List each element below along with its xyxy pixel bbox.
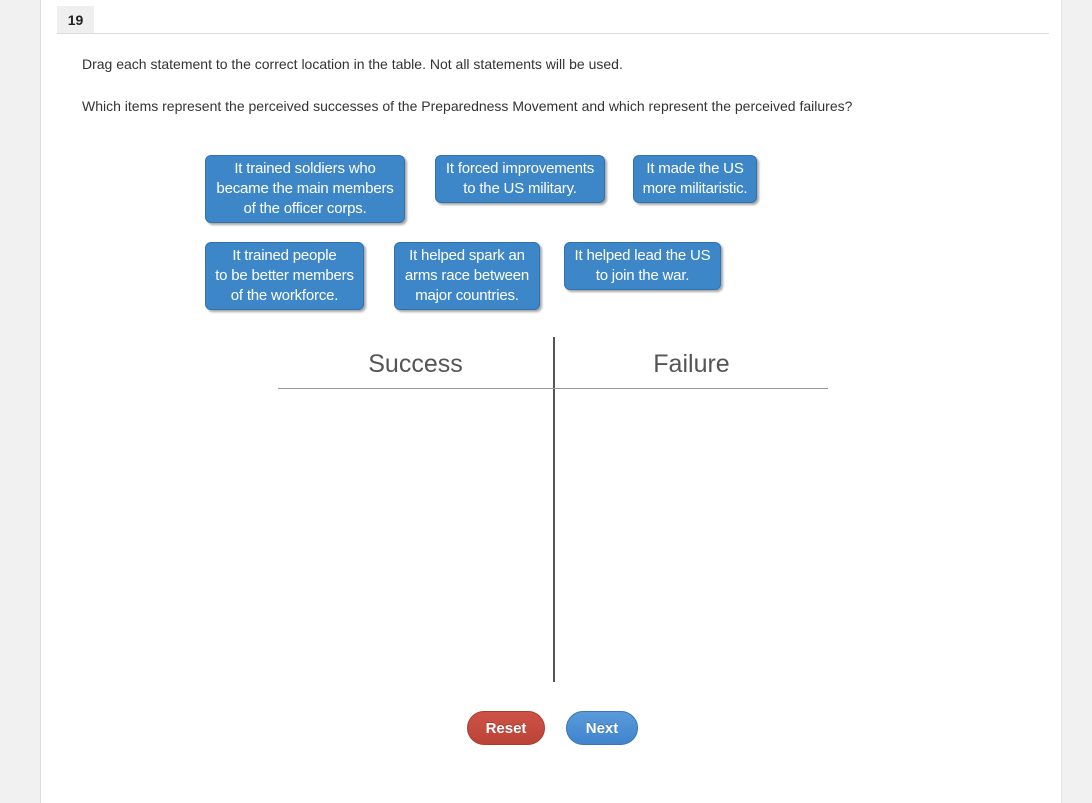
tab-divider bbox=[57, 33, 1049, 34]
statement-tile-more-militaristic[interactable]: It made the US more militaristic. bbox=[633, 155, 757, 203]
statement-tile-forced-improvements[interactable]: It forced improvements to the US militar… bbox=[435, 155, 605, 203]
reset-button[interactable]: Reset bbox=[467, 711, 545, 745]
statement-tile-arms-race[interactable]: It helped spark an arms race between maj… bbox=[394, 242, 540, 310]
question-text: Which items represent the perceived succ… bbox=[82, 98, 853, 114]
question-number-tab[interactable]: 19 bbox=[57, 6, 94, 34]
statement-tile-join-war[interactable]: It helped lead the US to join the war. bbox=[564, 242, 721, 290]
table-horizontal-divider bbox=[278, 388, 828, 389]
table-vertical-divider bbox=[553, 337, 555, 682]
statement-tile-workforce[interactable]: It trained people to be better members o… bbox=[205, 242, 364, 310]
table-header-success: Success bbox=[368, 350, 463, 378]
instruction-text: Drag each statement to the correct locat… bbox=[82, 56, 623, 72]
question-panel: 19 Drag each statement to the correct lo… bbox=[40, 0, 1062, 803]
next-button[interactable]: Next bbox=[566, 711, 638, 745]
success-drop-zone[interactable] bbox=[278, 389, 552, 682]
statement-tile-officer-corps[interactable]: It trained soldiers who became the main … bbox=[205, 155, 405, 223]
table-header-failure: Failure bbox=[653, 350, 730, 378]
failure-drop-zone[interactable] bbox=[556, 389, 828, 682]
